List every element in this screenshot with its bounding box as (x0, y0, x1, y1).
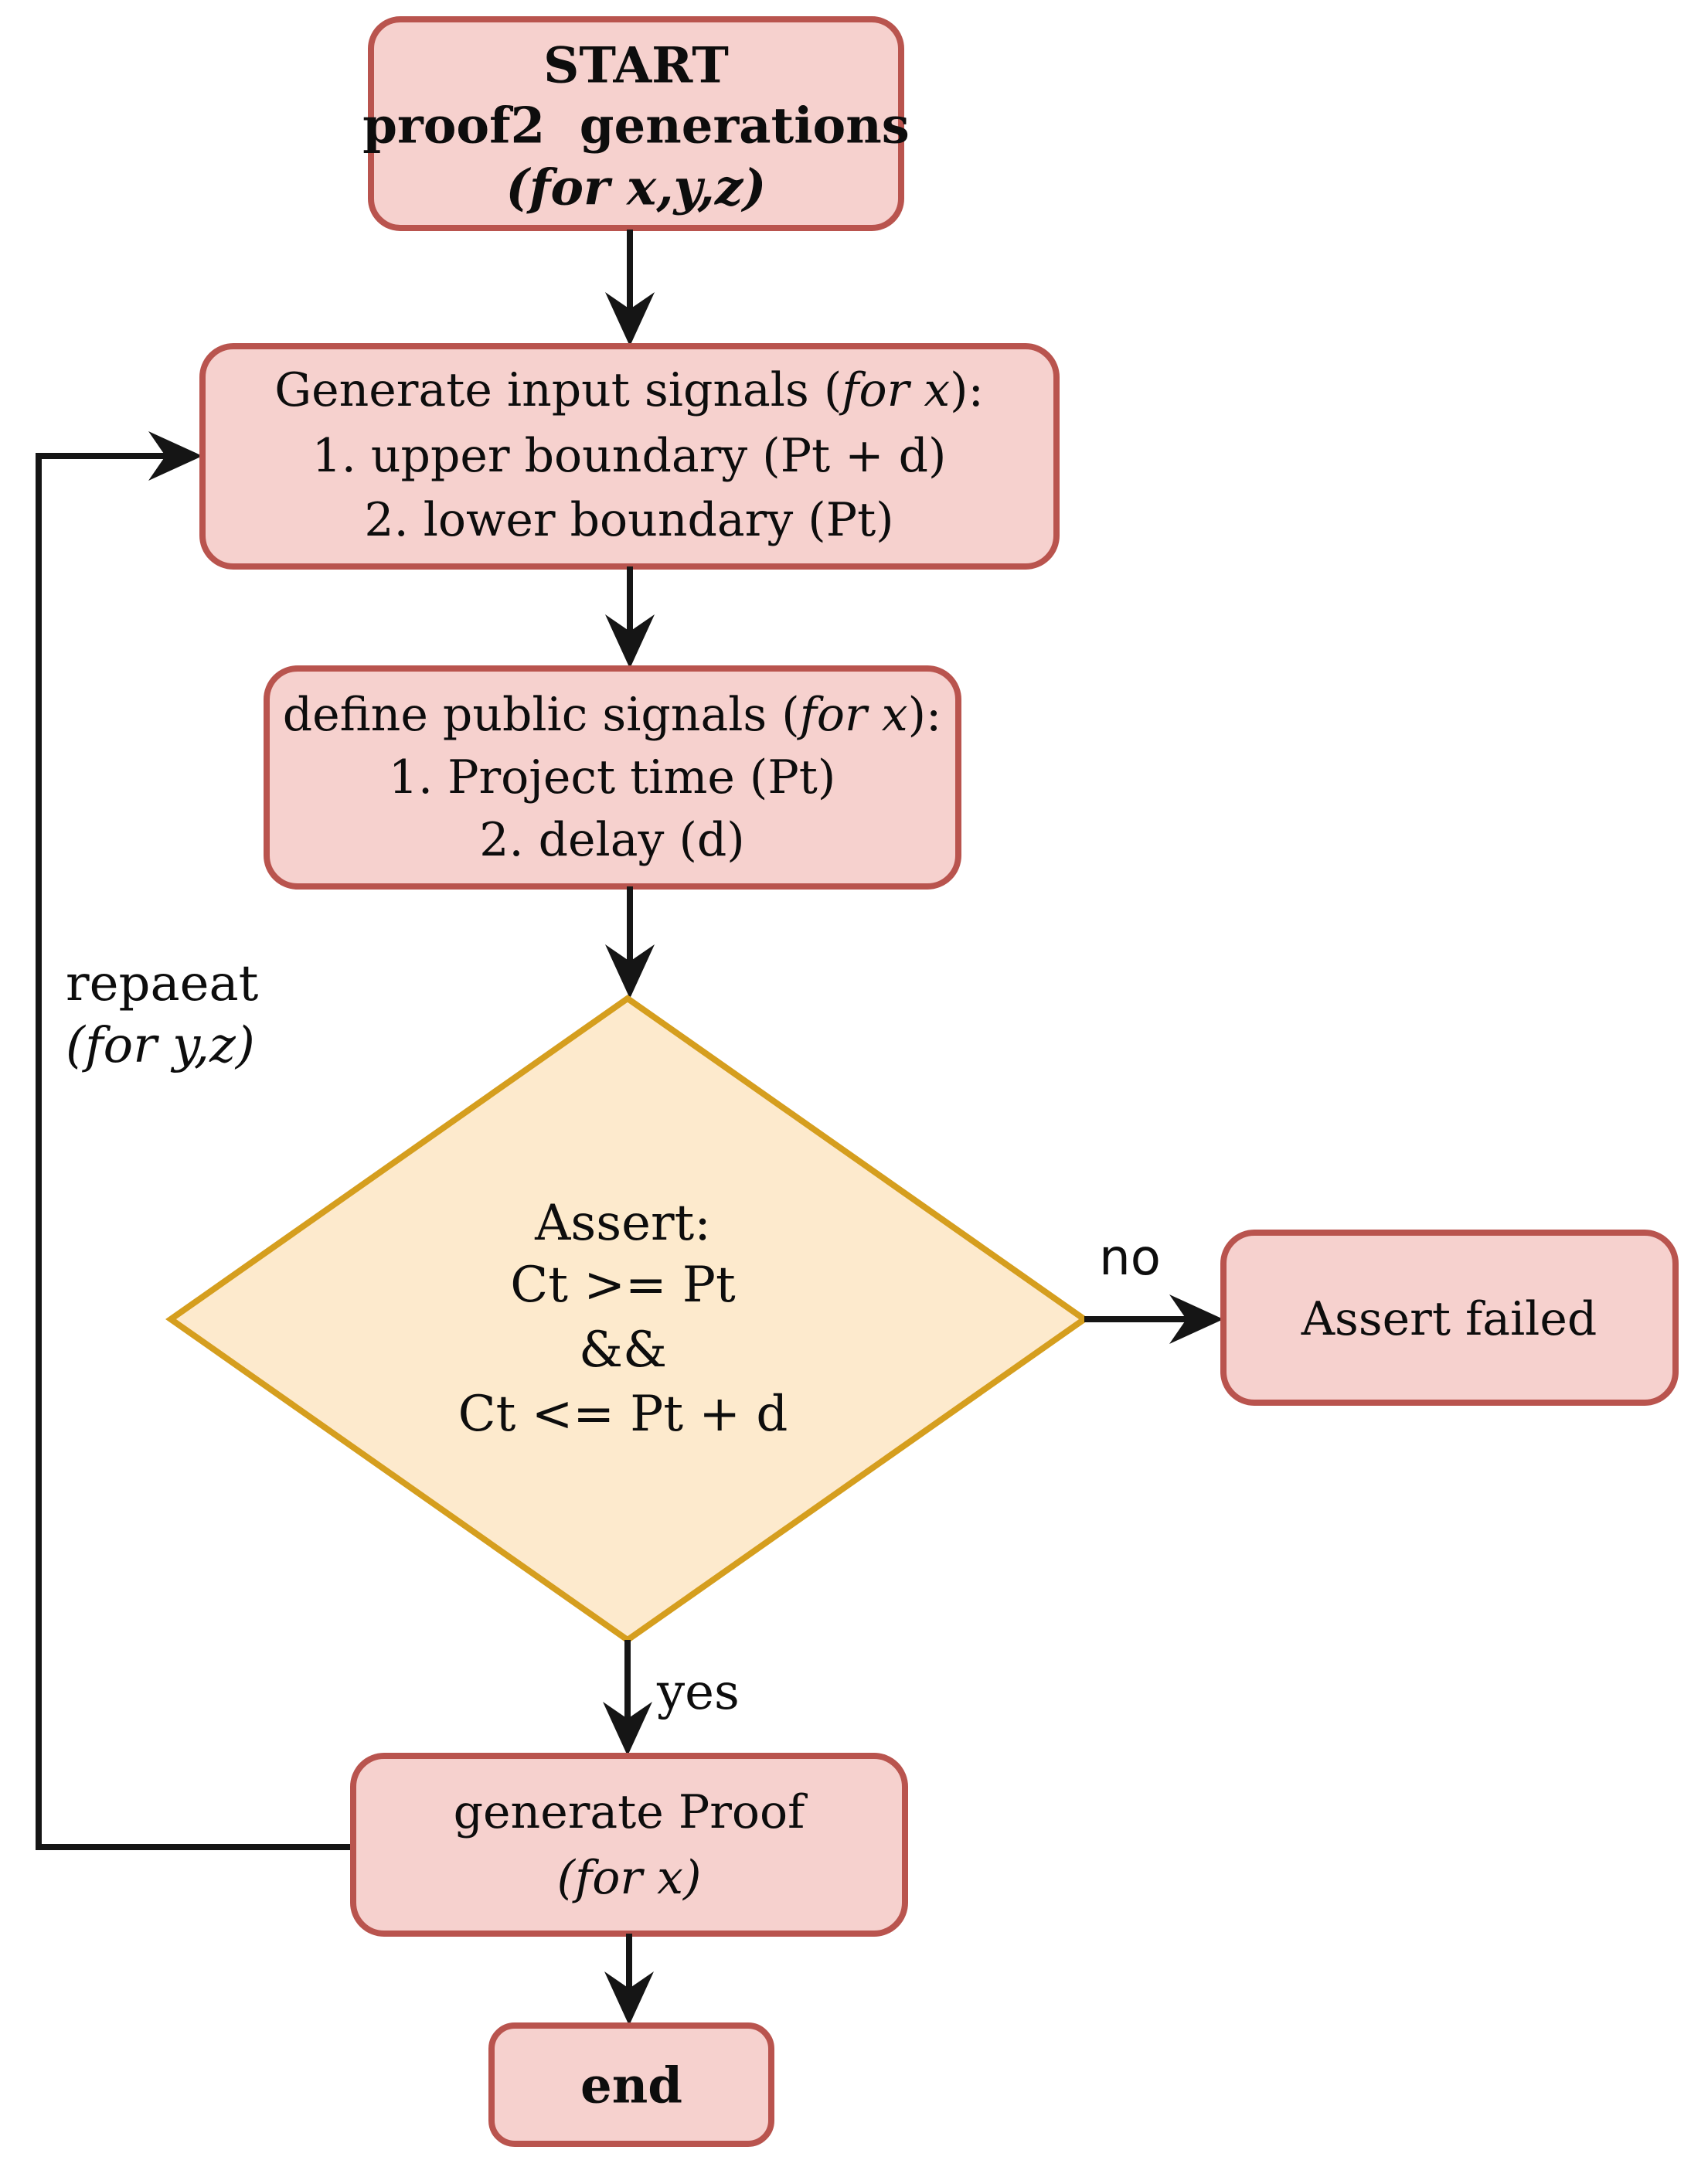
arrowhead-right-icon (1169, 1294, 1223, 1344)
generate-inputs-line1: Generate input signals (for x): (274, 363, 984, 417)
arrowhead-down-icon (605, 292, 655, 346)
assert-decision-node: Assert: Ct >= Pt && Ct <= Pt + d (165, 995, 1090, 1644)
arrowhead-down-icon (605, 944, 655, 998)
start-node: START proof2 generations (for x,y,z) (362, 16, 910, 231)
line-segment-italic: for x (797, 688, 908, 742)
arrowhead-down-icon (605, 614, 655, 668)
repeat-label-line2: (for y,z) (66, 1017, 255, 1074)
line-segment: ): (908, 688, 942, 742)
arrow-generate-inputs-to-define-public (605, 566, 655, 668)
loop-back-connector (36, 431, 353, 1850)
generate-inputs-node: Generate input signals (for x): 1. upper… (199, 343, 1060, 570)
arrowhead-down-icon (604, 1971, 654, 2026)
assert-failed-label: Assert failed (1301, 1292, 1597, 1346)
generate-proof-line2: (for x) (557, 1851, 702, 1905)
line-segment: ): (950, 363, 984, 417)
generate-proof-shape (350, 1753, 908, 1937)
assert-decision-line1: Assert: (534, 1195, 711, 1252)
loop-back-arrowhead-icon (148, 431, 202, 481)
arrow-start-to-generate-inputs (605, 230, 655, 346)
generate-inputs-line3: 2. lower boundary (Pt) (364, 493, 893, 547)
line-segment: Generate input signals ( (274, 363, 842, 417)
assert-decision-line3: && (579, 1322, 667, 1379)
start-node-line3: (for x,y,z) (506, 159, 767, 217)
arrowhead-down-icon (603, 1702, 652, 1756)
end-node-label: end (580, 2057, 682, 2115)
line-segment: define public signals ( (283, 688, 800, 742)
repeat-label-line1: repaeat (66, 955, 259, 1012)
arrow-define-public-to-assert (605, 886, 655, 998)
assert-failed-node: Assert failed (1220, 1230, 1679, 1406)
line-segment-italic: for x (839, 363, 950, 417)
repeat-label: repaeat (for y,z) (66, 955, 259, 1074)
start-node-shape (368, 16, 904, 231)
generate-proof-node: generate Proof (for x) (350, 1753, 908, 1937)
start-node-line2: proof2 generations (362, 97, 910, 155)
define-public-line1: define public signals (for x): (283, 688, 941, 742)
no-branch-connector: no (1084, 1230, 1223, 1344)
define-public-shape (264, 665, 961, 890)
define-public-line3: 2. delay (d) (479, 813, 744, 867)
arrow-generate-proof-to-end (604, 1934, 654, 2026)
no-branch-label: no (1099, 1230, 1161, 1287)
assert-failed-shape (1220, 1230, 1679, 1406)
start-node-line1: START (543, 37, 729, 95)
end-node-shape (488, 2022, 774, 2147)
assert-decision-line4: Ct <= Pt + d (458, 1386, 788, 1443)
define-public-line2: 1. Project time (Pt) (389, 750, 835, 805)
yes-branch-label: yes (656, 1664, 740, 1721)
end-node: end (488, 2022, 774, 2147)
generate-proof-line1: generate Proof (454, 1785, 808, 1839)
yes-branch-connector: yes (603, 1640, 740, 1756)
loop-back-line (36, 453, 353, 1850)
generate-inputs-line2: 1. upper boundary (Pt + d) (312, 429, 947, 483)
assert-decision-line2: Ct >= Pt (510, 1257, 736, 1314)
define-public-node: define public signals (for x): 1. Projec… (264, 665, 961, 890)
assert-decision-shape (165, 995, 1090, 1644)
